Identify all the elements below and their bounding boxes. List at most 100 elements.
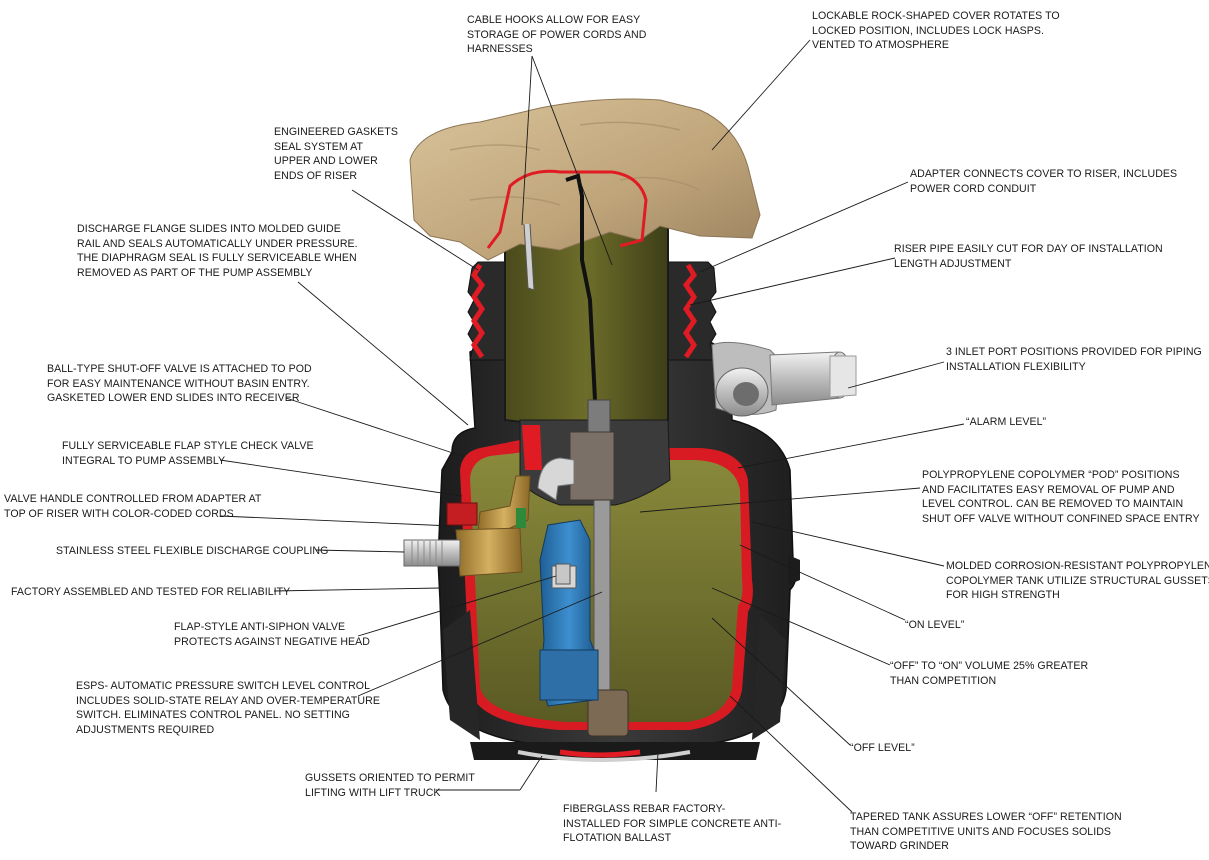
riser-cut-left: [470, 263, 486, 359]
anti-siphon-valve: [555, 563, 571, 585]
pump-base: [539, 649, 599, 701]
callout-line: REMOVED AS PART OF THE PUMP ASSEMBLY: [77, 266, 313, 279]
cable-hook: [523, 223, 535, 291]
callout-line: STAINLESS STEEL FLEXIBLE DISCHARGE COUPL…: [56, 545, 329, 557]
rebar-ring: [517, 750, 691, 762]
callout-line: POLYPROPYLENE COPOLYMER “POD” POSITIONS: [922, 469, 1180, 481]
leader-lines: [219, 39, 965, 813]
callout-line: ADJUSTMENTS REQUIRED: [76, 723, 215, 736]
callout-line: RAIL AND SEALS AUTOMATICALLY UNDER PRESS…: [77, 237, 358, 250]
callout-line: INTEGRAL TO PUMP ASSEMBLY: [62, 454, 226, 467]
stainless-coupling: [403, 539, 461, 567]
callout-gussets: GUSSETS ORIENTED TO PERMIT LIFTING WITH …: [305, 771, 475, 800]
callout-factory-tested: FACTORY ASSEMBLED AND TESTED FOR RELIABI…: [11, 585, 290, 600]
callout-line: RISER PIPE EASILY CUT FOR DAY OF INSTALL…: [894, 243, 1163, 255]
callout-line: CABLE HOOKS ALLOW FOR EASY: [467, 14, 641, 26]
callout-line: BALL-TYPE SHUT-OFF VALVE IS ATTACHED TO …: [47, 363, 312, 375]
callout-line: TAPERED TANK ASSURES LOWER “OFF” RETENTI…: [850, 811, 1122, 823]
callout-line: LIFTING WITH LIFT TRUCK: [305, 786, 441, 799]
callout-line: POWER CORD CONDUIT: [910, 182, 1037, 195]
callout-line: INCLUDES SOLID-STATE RELAY AND OVER-TEMP…: [76, 694, 380, 707]
discharge-elbow: [537, 457, 575, 501]
callout-line: FULLY SERVICEABLE FLAP STYLE CHECK VALVE: [62, 440, 314, 452]
callout-line: “ALARM LEVEL”: [966, 416, 1047, 428]
callout-line: FLOTATION BALLAST: [563, 832, 672, 844]
callout-line: ESPS- AUTOMATIC PRESSURE SWITCH LEVEL CO…: [76, 680, 371, 692]
callout-line: HARNESSES: [467, 43, 533, 55]
callout-line: FLAP-STYLE ANTI-SIPHON VALVE: [174, 621, 346, 633]
inlet-pipe-extension: [829, 355, 857, 398]
callout-alarm-level: “ALARM LEVEL”: [966, 415, 1046, 430]
callout-line: FACTORY ASSEMBLED AND TESTED FOR RELIABI…: [11, 586, 291, 598]
callout-off-level: “OFF LEVEL”: [850, 741, 915, 756]
callout-line: MOLDED CORROSION-RESISTANT POLYPROPYLENE: [946, 560, 1209, 572]
callout-volume: “OFF” TO “ON” VOLUME 25% GREATER THAN CO…: [890, 659, 1088, 688]
callout-line: VALVE HANDLE CONTROLLED FROM ADAPTER AT: [4, 493, 262, 505]
callout-line: ENDS OF RISER: [274, 169, 358, 182]
valve-handle-green: [516, 508, 526, 528]
cover-gasket: [486, 169, 648, 249]
callout-line: SHUT OFF VALVE WITHOUT CONFINED SPACE EN…: [922, 512, 1200, 525]
callout-line: “ON LEVEL”: [905, 619, 965, 631]
callout-gaskets: ENGINEERED GASKETS SEAL SYSTEM AT UPPER …: [274, 125, 398, 183]
check-valve: [569, 431, 615, 501]
callout-line: GUSSETS ORIENTED TO PERMIT: [305, 772, 475, 784]
brass-fitting: [455, 527, 523, 577]
callout-riser-pipe: RISER PIPE EASILY CUT FOR DAY OF INSTALL…: [894, 242, 1163, 271]
callout-line: VENTED TO ATMOSPHERE: [812, 39, 949, 51]
callout-check-valve: FULLY SERVICEABLE FLAP STYLE CHECK VALVE…: [62, 439, 314, 468]
callout-line: UPPER AND LOWER: [274, 155, 378, 167]
callout-line: LENGTH ADJUSTMENT: [894, 257, 1012, 270]
callout-line: GASKETED LOWER END SLIDES INTO RECEIVER: [47, 392, 300, 404]
tank-base: [470, 742, 760, 760]
callout-line: ENGINEERED GASKETS: [274, 126, 398, 138]
tank-gussets: [443, 610, 786, 740]
callout-rebar: FIBERGLASS REBAR FACTORY- INSTALLED FOR …: [563, 802, 781, 846]
callout-ball-valve: BALL-TYPE SHUT-OFF VALVE IS ATTACHED TO …: [47, 362, 312, 406]
callout-tapered-tank: TAPERED TANK ASSURES LOWER “OFF” RETENTI…: [850, 810, 1122, 854]
callout-line: FOR HIGH STRENGTH: [946, 589, 1060, 601]
pod-red-edge: [522, 425, 542, 470]
callout-anti-siphon: FLAP-STYLE ANTI-SIPHON VALVE PROTECTS AG…: [174, 620, 370, 649]
callout-rock-cover: LOCKABLE ROCK-SHAPED COVER ROTATES TO LO…: [812, 9, 1060, 53]
callout-line: THE DIAPHRAGM SEAL IS FULLY SERVICEABLE …: [77, 252, 357, 264]
callout-line: 3 INLET PORT POSITIONS PROVIDED FOR PIPI…: [946, 346, 1202, 358]
callout-line: TOWARD GRINDER: [850, 840, 949, 852]
callout-coupling: STAINLESS STEEL FLEXIBLE DISCHARGE COUPL…: [56, 544, 328, 559]
callout-cable-hooks: CABLE HOOKS ALLOW FOR EASY STORAGE OF PO…: [467, 13, 646, 57]
valve-handle: [446, 502, 478, 526]
callout-line: FOR EASY MAINTENANCE WITHOUT BASIN ENTRY…: [47, 377, 310, 390]
callout-line: FIBERGLASS REBAR FACTORY-: [563, 803, 726, 815]
power-cord: [565, 173, 598, 421]
callout-esps: ESPS- AUTOMATIC PRESSURE SWITCH LEVEL CO…: [76, 679, 380, 737]
callout-line: INSTALLATION FLEXIBILITY: [946, 360, 1086, 373]
rebar-red: [559, 749, 641, 758]
callout-line: “OFF” TO “ON” VOLUME 25% GREATER: [890, 660, 1089, 672]
callout-pod: POLYPROPYLENE COPOLYMER “POD” POSITIONS …: [922, 468, 1200, 526]
callout-line: COPOLYMER TANK UTILIZE STRUCTURAL GUSSET…: [946, 574, 1209, 587]
callout-line: SWITCH. ELIMINATES CONTROL PANEL. NO SET…: [76, 709, 350, 721]
level-control-base: [587, 689, 629, 737]
callout-line: LEVEL CONTROL. CAN BE REMOVED TO MAINTAI…: [922, 498, 1184, 510]
callout-valve-handle: VALVE HANDLE CONTROLLED FROM ADAPTER AT …: [4, 492, 261, 521]
callout-line: THAN COMPETITION: [890, 674, 997, 687]
rock-texture: [449, 121, 701, 206]
callout-line: “OFF LEVEL”: [850, 742, 915, 754]
callout-tank: MOLDED CORROSION-RESISTANT POLYPROPYLENE…: [946, 559, 1209, 603]
callout-line: LOCKED POSITION, INCLUDES LOCK HASPS.: [812, 24, 1045, 37]
rock-cover: [409, 98, 761, 261]
riser-cut-right: [682, 263, 698, 359]
callout-line: PROTECTS AGAINST NEGATIVE HEAD: [174, 635, 370, 648]
coupling-ridges: [411, 541, 443, 565]
callout-inlet-ports: 3 INLET PORT POSITIONS PROVIDED FOR PIPI…: [946, 345, 1202, 374]
inlet-port-hole: [733, 382, 759, 406]
callout-line: SEAL SYSTEM AT: [274, 140, 364, 153]
callout-discharge-flange: DISCHARGE FLANGE SLIDES INTO MOLDED GUID…: [77, 222, 358, 280]
callout-adapter: ADAPTER CONNECTS COVER TO RISER, INCLUDE…: [910, 167, 1177, 196]
callout-line: LOCKABLE ROCK-SHAPED COVER ROTATES TO: [812, 10, 1060, 22]
callout-line: ADAPTER CONNECTS COVER TO RISER, INCLUDE…: [910, 168, 1178, 180]
callout-line: DISCHARGE FLANGE SLIDES INTO MOLDED GUID…: [77, 223, 341, 235]
callout-line: STORAGE OF POWER CORDS AND: [467, 28, 647, 41]
